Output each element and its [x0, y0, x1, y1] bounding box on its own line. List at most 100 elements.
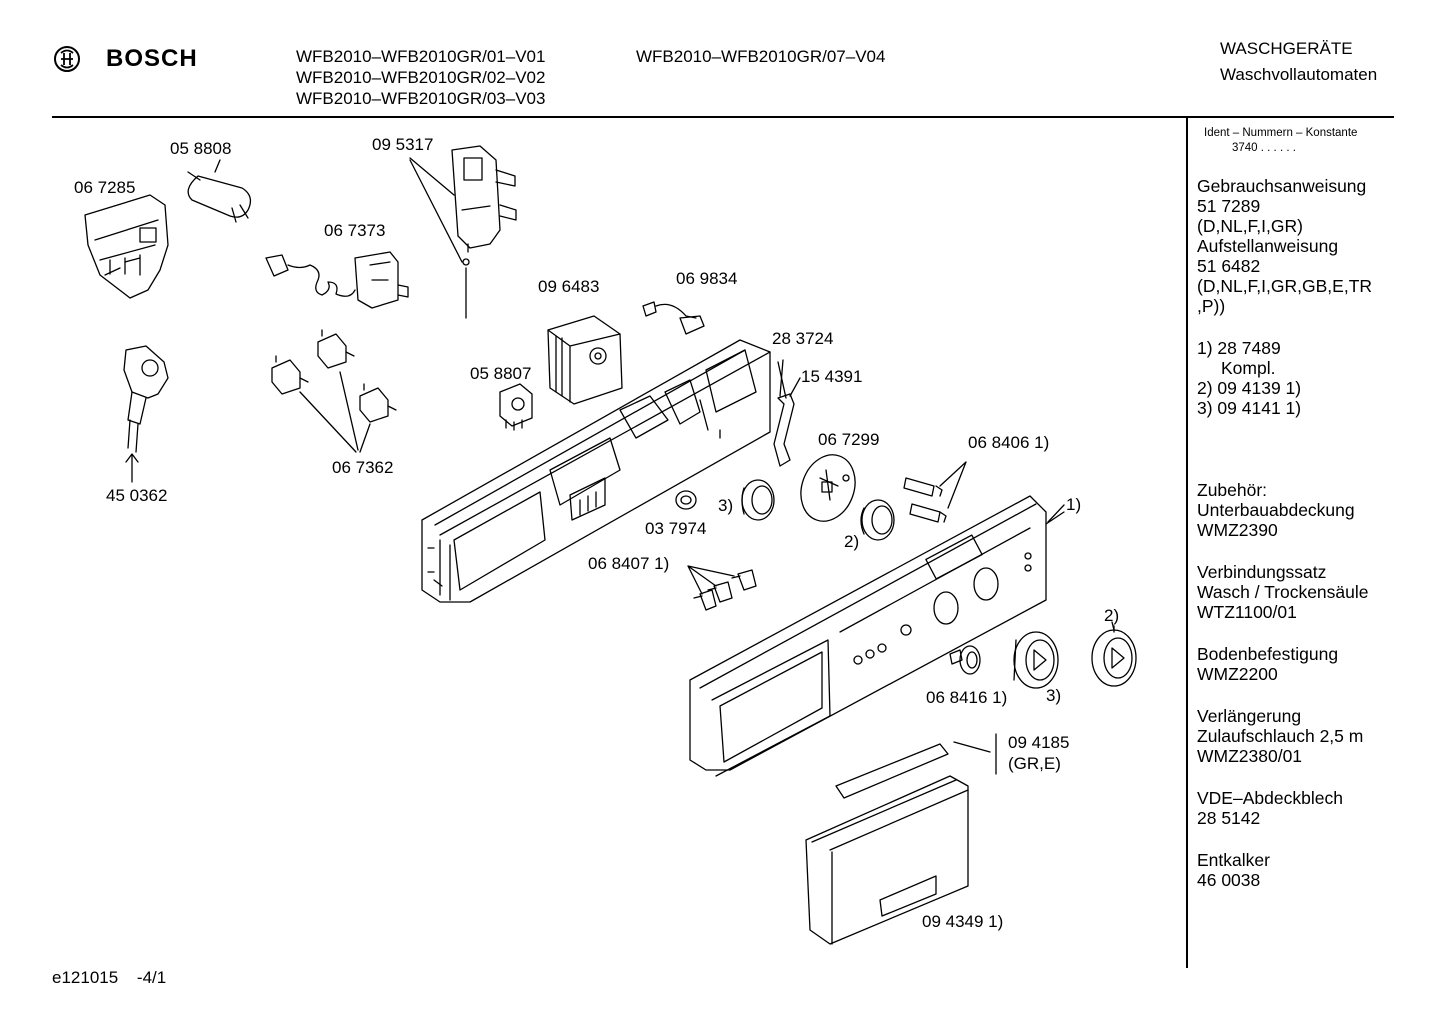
- label-067299: 06 7299: [818, 430, 880, 449]
- part-doorlock-095317: [409, 145, 517, 319]
- note-line: 3) 09 4141 1): [1197, 398, 1302, 418]
- note-line: 28 5142: [1197, 808, 1261, 828]
- note-line: WMZ2200: [1197, 664, 1278, 684]
- part-fascia-housing: [421, 339, 771, 603]
- label-ref-3-upper: 3): [718, 496, 734, 515]
- sidebar-divider: [1186, 118, 1188, 968]
- note-line: Kompl.: [1221, 358, 1276, 378]
- brand-logo: [52, 44, 82, 79]
- label-ref-2-upper: 2): [844, 532, 860, 551]
- part-camdisc-067299: [800, 454, 856, 522]
- label-ref-2-lower: 2): [1104, 606, 1120, 625]
- note-block: VDE–Abdeckblech 28 5142: [1197, 788, 1427, 828]
- note-block: Zubehör: Unterbauabdeckung WMZ2390: [1197, 480, 1427, 540]
- footer-page: -4/1: [136, 968, 167, 987]
- note-block: Gebrauchsanweisung 51 7289 (D,NL,F,I,GR)…: [1197, 176, 1427, 316]
- label-068406: 06 8406 1): [968, 433, 1050, 452]
- part-nut-037974: [675, 490, 697, 510]
- part-capacitor-058808: [187, 171, 252, 223]
- ident-title: Ident – Nummern – Konstante: [1204, 127, 1358, 139]
- label-058808: 05 8808: [170, 139, 232, 158]
- note-block: Verlängerung Zulaufschlauch 2,5 m WMZ238…: [1197, 706, 1427, 766]
- label-068407: 06 8407 1): [588, 554, 670, 573]
- note-line: 51 7289: [1197, 196, 1261, 216]
- model-line: WFB2010–WFB2010GR/01–V01: [296, 47, 546, 66]
- note-line: Verbindungssatz: [1197, 562, 1327, 582]
- note-line: Wasch / Trockensäule: [1197, 582, 1369, 602]
- part-knob-upper-2: [860, 499, 895, 541]
- part-programmer-096483: [547, 315, 623, 405]
- note-line: ,P)): [1197, 296, 1226, 316]
- label-094349: 09 4349 1): [922, 912, 1004, 931]
- part-knob-upper-3: [741, 479, 775, 521]
- note-line: 46 0038: [1197, 870, 1261, 890]
- part-lever-283724: [773, 359, 801, 467]
- model-list-2: WFB2010–WFB2010GR/07–V04: [636, 46, 885, 67]
- label-096483: 09 6483: [538, 277, 600, 296]
- part-bracket-067285: [84, 194, 169, 299]
- label-058807: 05 8807: [470, 364, 532, 383]
- part-drawer-cover-094349: [805, 775, 969, 945]
- label-154391: 15 4391: [801, 367, 863, 386]
- label-069834: 06 9834: [676, 269, 738, 288]
- brand-name: BOSCH: [106, 45, 198, 72]
- note-block: Entkalker 46 0038: [1197, 850, 1427, 890]
- label-450362: 45 0362: [106, 486, 168, 505]
- label-067362: 06 7362: [332, 458, 394, 477]
- note-block: Bodenbefestigung WMZ2200: [1197, 644, 1427, 684]
- note-line: WTZ1100/01: [1197, 602, 1297, 622]
- part-plug-450362: [123, 345, 169, 483]
- part-knob-068416: [949, 645, 981, 675]
- label-095317: 09 5317: [372, 135, 434, 154]
- category-title: WASCHGERÄTE: [1220, 39, 1353, 58]
- part-knob-lower-2: [1091, 625, 1137, 687]
- label-037974: 03 7974: [645, 519, 707, 538]
- note-line: Verlängerung: [1197, 706, 1302, 726]
- note-line: Bodenbefestigung: [1197, 644, 1339, 664]
- model-line: WFB2010–WFB2010GR/03–V03: [296, 89, 546, 108]
- note-line: Zulaufschlauch 2,5 m: [1197, 726, 1364, 746]
- footer-code: e121015: [52, 968, 119, 987]
- part-switches-067362: [271, 329, 397, 453]
- label-ref-3-lower: 3): [1046, 686, 1062, 705]
- note-line: WMZ2390: [1197, 520, 1278, 540]
- label-094185: 09 4185: [1008, 733, 1070, 752]
- part-strip-094185: [835, 733, 997, 799]
- label-068416: 06 8416 1): [926, 688, 1008, 707]
- label-067285: 06 7285: [74, 178, 136, 197]
- category-subtitle: Waschvollautomaten: [1220, 65, 1378, 84]
- label-283724: 28 3724: [772, 329, 834, 348]
- note-line: (D,NL,F,I,GR,GB,E,TR: [1197, 276, 1373, 296]
- note-line: WMZ2380/01: [1197, 746, 1303, 766]
- note-line: (D,NL,F,I,GR): [1197, 216, 1303, 236]
- bosch-armature-icon: [54, 46, 80, 72]
- note-line: Gebrauchsanweisung: [1197, 176, 1367, 196]
- note-line: 2) 09 4139 1): [1197, 378, 1302, 398]
- model-list-1: WFB2010–WFB2010GR/01–V01 WFB2010–WFB2010…: [296, 46, 545, 109]
- part-connector-069834: [642, 301, 705, 335]
- note-line: Entkalker: [1197, 850, 1270, 870]
- note-line: Unterbauabdeckung: [1197, 500, 1355, 520]
- part-front-panel: [689, 495, 1065, 777]
- note-line: 1) 28 7489: [1197, 338, 1281, 358]
- sidebar-notes: Gebrauchsanweisung 51 7289 (D,NL,F,I,GR)…: [1197, 176, 1427, 912]
- part-knob-lower-3: [1013, 631, 1059, 689]
- label-ref-1: 1): [1066, 495, 1082, 514]
- leader-lines: [214, 159, 1115, 631]
- ident-value: 3740 . . . . . .: [1232, 142, 1296, 154]
- note-block: Verbindungssatz Wasch / Trockensäule WTZ…: [1197, 562, 1427, 622]
- footer: e121015 -4/1: [52, 968, 166, 988]
- category: WASCHGERÄTE Waschvollautomaten: [1220, 38, 1377, 85]
- part-lamps-068406: [903, 461, 967, 523]
- part-buttons-068407: [687, 565, 757, 611]
- ident-block: Ident – Nummern – Konstante 3740 . . . .…: [1204, 126, 1357, 156]
- model-line: WFB2010–WFB2010GR/07–V04: [636, 47, 886, 66]
- label-094185-note: (GR,E): [1008, 754, 1061, 773]
- note-line: Zubehör:: [1197, 480, 1268, 500]
- note-line: Aufstellanweisung: [1197, 236, 1339, 256]
- part-thermostat-067373: [265, 251, 409, 309]
- label-067373: 06 7373: [324, 221, 386, 240]
- note-line: VDE–Abdeckblech: [1197, 788, 1343, 808]
- note-line: 51 6482: [1197, 256, 1261, 276]
- model-line: WFB2010–WFB2010GR/02–V02: [296, 68, 546, 87]
